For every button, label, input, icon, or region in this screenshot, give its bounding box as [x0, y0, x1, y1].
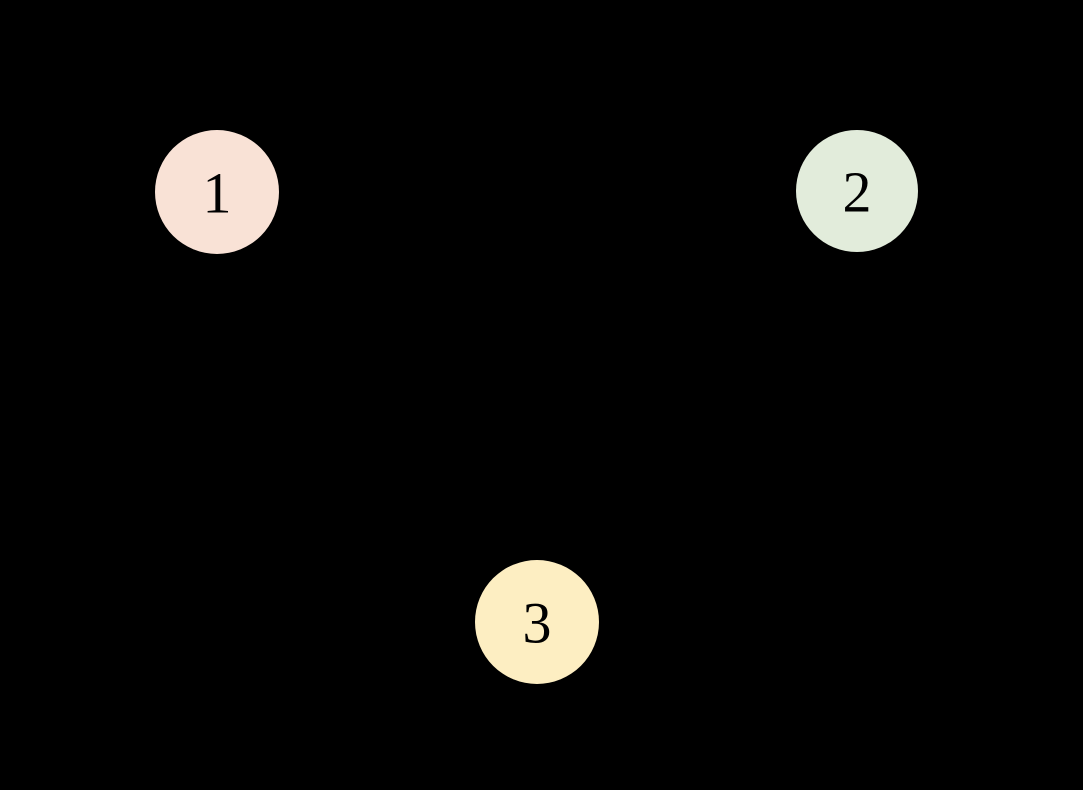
node-circle[interactable] — [796, 130, 918, 252]
graph-node-3[interactable]: 3 — [475, 560, 599, 684]
node-circle[interactable] — [475, 560, 599, 684]
node-circle[interactable] — [155, 130, 279, 254]
graph-node-1[interactable]: 1 — [155, 130, 279, 254]
graph-node-2[interactable]: 2 — [796, 130, 918, 252]
